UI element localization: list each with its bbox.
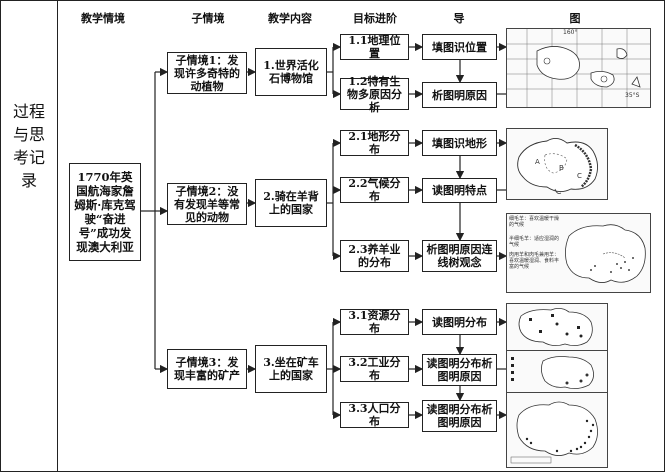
target-1-2: 1.2特有生物多原因分析 xyxy=(340,75,409,114)
map-resources xyxy=(506,303,608,351)
map-location: 160° 35°S xyxy=(506,28,651,108)
map-terrain: A B C xyxy=(506,128,608,200)
map-population xyxy=(506,392,608,468)
map-region-b: B xyxy=(559,164,564,172)
map-region-a: A xyxy=(535,158,540,166)
guide-6: 读图明分布 xyxy=(422,309,497,335)
guide-2: 析图明原因 xyxy=(422,82,497,108)
left-column: 过程与思考记录 xyxy=(0,0,58,472)
guide-4: 读图明特点 xyxy=(422,178,497,203)
header-content: 教学内容 xyxy=(268,12,312,25)
sheep-note-2: 半细毛羊：适应湿润的气候 xyxy=(509,236,560,248)
main-situation-box: 1770年英国航海家詹姆斯·库克驾驶“奋进号”成功发现澳大利亚 xyxy=(69,163,141,261)
map-sheep: 细毛羊：喜欢温暖干燥的气候 半细毛羊：适应湿润的气候 肉用羊和肉毛兼用羊：喜欢温… xyxy=(506,213,651,293)
target-2-3: 2.3养羊业的分布 xyxy=(340,240,409,272)
header-target: 目标进阶 xyxy=(353,12,397,25)
target-3-2: 3.2工业分布 xyxy=(340,356,409,382)
header-guide: 导 xyxy=(453,12,465,25)
guide-7: 读图明分布析图明原因 xyxy=(422,354,497,386)
target-1-1: 1.1地理位置 xyxy=(340,34,409,60)
target-3-3: 3.3人口分布 xyxy=(340,402,409,428)
side-label: 过程与思考记录 xyxy=(12,102,45,190)
guide-5: 析图明原因连线树观念 xyxy=(422,240,497,272)
content-2: 2.骑在羊背上的国家 xyxy=(255,179,327,227)
target-2-1: 2.1地形分布 xyxy=(340,130,409,156)
map-region-c: C xyxy=(577,172,582,180)
map-industry xyxy=(506,350,608,394)
map-lon-label: 160° xyxy=(563,29,578,36)
guide-8: 读图明分布析图明原因 xyxy=(422,400,497,432)
target-2-2: 2.2气候分布 xyxy=(340,177,409,203)
sheep-note-1: 细毛羊：喜欢温暖干燥的气候 xyxy=(509,216,560,228)
target-3-1: 3.1资源分布 xyxy=(340,309,409,335)
sub-situation-2: 子情境2：没有发现羊等常见的动物 xyxy=(167,183,247,225)
sub-situation-1: 子情境1：发现许多奇特的动植物 xyxy=(167,52,247,94)
guide-3: 填图识地形 xyxy=(422,130,497,156)
header-sub-situation: 子情境 xyxy=(191,12,225,25)
sub-situation-3: 子情境3：发现丰富的矿产 xyxy=(167,349,247,389)
guide-1: 填图识位置 xyxy=(422,34,497,60)
map-lat-label: 35°S xyxy=(625,92,640,99)
sheep-note-3: 肉用羊和肉毛兼用羊：喜欢温暖湿润、食料丰富的气候 xyxy=(509,252,560,270)
header-figure: 图 xyxy=(569,12,581,25)
header-situation: 教学情境 xyxy=(81,12,125,25)
content-3: 3.坐在矿车上的国家 xyxy=(255,345,327,393)
content-1: 1.世界活化石博物馆 xyxy=(255,48,327,96)
